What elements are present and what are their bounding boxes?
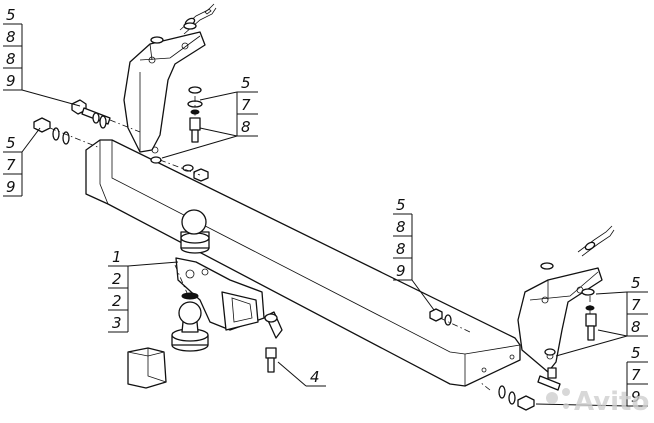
- watermark-text: Avito: [574, 387, 649, 417]
- callout-right-upper: 5 7 8: [555, 274, 648, 357]
- hitch-pin-clip: [264, 311, 283, 339]
- callout-label: 7: [241, 96, 251, 114]
- callout-ball-group: 1 2 2 3: [108, 248, 179, 333]
- callout-label: 9: [631, 388, 641, 406]
- fasteners-right-lower: [498, 367, 561, 411]
- callout-label: 5: [6, 134, 16, 152]
- ball-mount: [175, 257, 265, 331]
- callout-label: 8: [396, 240, 406, 258]
- callout-label: 1: [112, 248, 122, 266]
- callout-label: 8: [6, 28, 16, 46]
- fasteners-right-upper: [544, 288, 597, 356]
- callout-label: 7: [631, 296, 641, 314]
- callout-left-mid: 5 7 9: [3, 127, 41, 197]
- callout-label: 7: [631, 366, 641, 384]
- callout-label: 5: [6, 6, 16, 24]
- top-left-chain: [150, 3, 217, 44]
- callout-right-lower: 5 7 9: [535, 344, 648, 407]
- receiver-cover-cap: [127, 347, 167, 389]
- callout-label: 4: [310, 368, 320, 386]
- right-bracket: [517, 267, 603, 373]
- callout-label: 8: [396, 218, 406, 236]
- callout-label: 2: [112, 292, 122, 310]
- tow-ball-upper: [180, 209, 210, 254]
- callout-label: 3: [112, 314, 122, 332]
- callout-label: 8: [631, 318, 641, 336]
- avito-watermark: Avito: [546, 387, 649, 417]
- callout-bottom-bolt: 4: [277, 361, 326, 387]
- callout-label: 9: [396, 262, 406, 280]
- crossbeam: [85, 139, 521, 387]
- left-bracket: [123, 31, 206, 154]
- fasteners-top-left: [71, 99, 111, 129]
- callout-label: 8: [6, 50, 16, 68]
- fasteners-left-mid: [33, 117, 70, 145]
- tow-ball-lower: [171, 292, 209, 352]
- callout-label: 5: [631, 344, 641, 362]
- callout-center-right: 5 8 8 9: [393, 196, 435, 311]
- callout-label: 7: [6, 156, 16, 174]
- fasteners-center-right: [429, 308, 452, 326]
- callout-label: 5: [396, 196, 406, 214]
- callout-label: 9: [6, 72, 16, 90]
- callout-label: 8: [241, 118, 251, 136]
- callout-upper-mid: 5 7 8: [161, 74, 258, 159]
- right-chain: [540, 225, 615, 270]
- callout-top-left: 5 8 8 9: [3, 6, 81, 107]
- assembly-axes: [49, 96, 591, 391]
- callout-label: 9: [6, 178, 16, 196]
- callout-label: 5: [631, 274, 641, 292]
- callout-label: 2: [112, 270, 122, 288]
- bolt-4: [265, 347, 277, 373]
- callout-label: 5: [241, 74, 251, 92]
